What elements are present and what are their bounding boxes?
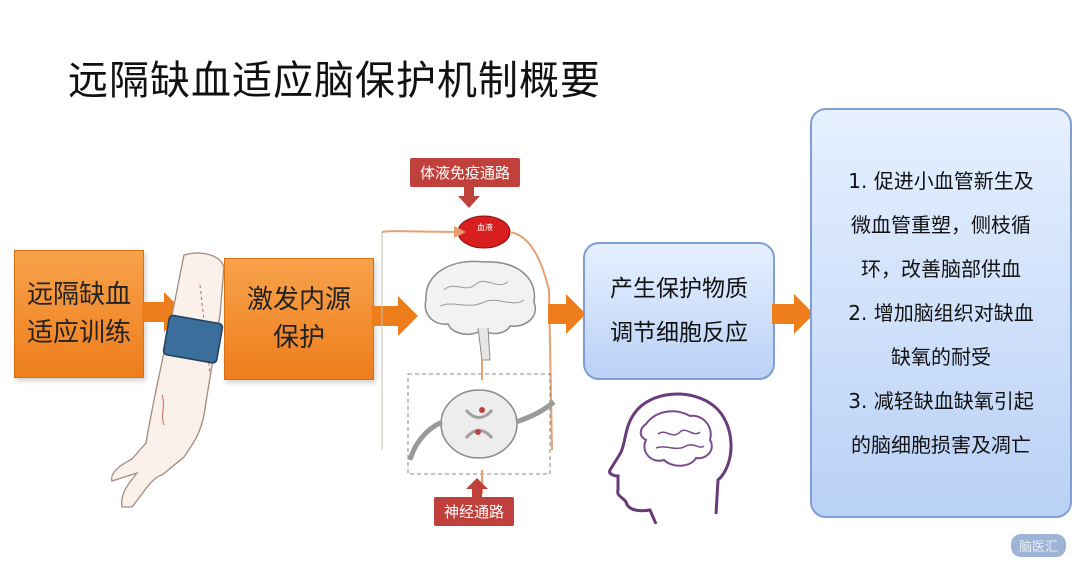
- down-arrow-icon: [458, 187, 480, 208]
- box3-line2: 调节细胞反应: [610, 320, 748, 346]
- outcome-line: 3. 减轻缺血缺氧引起: [848, 389, 1034, 413]
- outcomes-box: 1. 促进小血管新生及 微血管重塑，侧枝循 环，改善脑部供血 2. 增加脑组织对…: [810, 108, 1072, 518]
- outcome-line: 缺氧的耐受: [891, 345, 991, 369]
- brain-illustration: [424, 260, 537, 336]
- outcome-line: 环，改善脑部供血: [861, 257, 1021, 281]
- head-silhouette-illustration: [608, 392, 733, 524]
- box1-line2: 适应训练: [26, 318, 131, 348]
- arm-with-cuff-illustration: [110, 252, 225, 508]
- box2-line2: 保护: [272, 323, 325, 353]
- arrow-2: [372, 296, 418, 336]
- outcome-line: 1. 促进小血管新生及: [848, 169, 1034, 193]
- outcome-line: 2. 增加脑组织对缺血: [848, 301, 1034, 325]
- endogenous-protection-box: 激发内源 保护: [224, 258, 374, 380]
- outcome-line: 的脑细胞损害及凋亡: [851, 433, 1031, 457]
- organ-label: 血液: [477, 222, 493, 232]
- watermark-logo: 脑医汇: [1010, 534, 1066, 557]
- box2-line1: 激发内源: [246, 285, 351, 315]
- outcome-line: 微血管重塑，侧枝循: [851, 213, 1031, 237]
- page-title: 远隔缺血适应脑保护机制概要: [68, 58, 601, 104]
- arrow-3: [548, 294, 586, 334]
- humoral-pathway-tag: 体液免疫通路: [410, 158, 521, 187]
- box1-line1: 远隔缺血: [26, 280, 131, 310]
- blood-pressure-cuff: [162, 314, 224, 364]
- arrow-4: [772, 294, 814, 334]
- remote-ischemic-training-box: 远隔缺血 适应训练: [14, 250, 144, 378]
- up-arrow-icon: [466, 478, 488, 498]
- box3-line1: 产生保护物质: [610, 276, 748, 302]
- neural-pathway-tag: 神经通路: [434, 497, 515, 526]
- spinal-cord-illustration: [440, 389, 518, 459]
- protective-substance-box: 产生保护物质 调节细胞反应: [583, 242, 775, 380]
- pathway-diagram: 血液: [381, 215, 556, 494]
